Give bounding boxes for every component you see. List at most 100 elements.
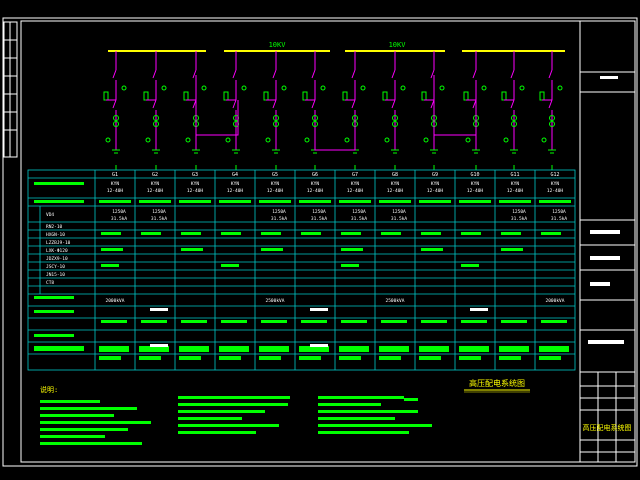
feeder-2 (143, 51, 167, 170)
bus-label-left: 10KV (269, 41, 287, 49)
current-rating: 1250A (152, 209, 166, 215)
bus-label-right: 10KV (389, 41, 407, 49)
cabinet-model: KYN (231, 181, 239, 187)
feeder-3 (183, 51, 207, 170)
feeder-7 (342, 51, 366, 170)
capacity-row: 2000kVA 2500kVA 2500kVA 2000kVA (106, 298, 565, 304)
current-rating: 1250A (352, 209, 366, 215)
row-label: VD4 (46, 212, 54, 218)
cabinet-model: KYN (471, 181, 479, 187)
cabinet-id: G7 (352, 172, 358, 178)
cabinet-model: 12-40H (147, 188, 164, 194)
row-label: HXGN-10 (46, 232, 65, 238)
cabinet-model: 12-40H (267, 188, 284, 194)
feeder-12 (539, 51, 563, 170)
cabinet-model: KYN (551, 181, 559, 187)
current-rating: 31.5kA (391, 216, 408, 222)
note-line (40, 421, 151, 424)
row-label: LZZBJ9-10 (46, 240, 71, 246)
cabinet-model: KYN (391, 181, 399, 187)
current-rating-row: 1250A31.5kA1250A31.5kA1250A31.5kA1250A31… (111, 209, 568, 222)
cabinet-model: KYN (351, 181, 359, 187)
current-rating: 31.5kA (551, 216, 568, 222)
tie-connections (195, 75, 477, 151)
cabinet-model: 12-40H (347, 188, 364, 194)
capacity-value: 2000kVA (106, 298, 125, 304)
feeder-6 (302, 51, 326, 170)
row-label: JDZX9-10 (46, 256, 68, 262)
left-margin-stamp (3, 21, 18, 158)
note-line (178, 403, 288, 406)
note-line (40, 442, 142, 445)
cabinet-id: G12 (550, 172, 559, 178)
note-line (178, 424, 279, 427)
cabinet-model: KYN (511, 181, 519, 187)
current-rating: 1250A (272, 209, 286, 215)
capacity-value: 2500kVA (266, 298, 285, 304)
note-line (178, 417, 242, 420)
cabinet-id: G9 (432, 172, 438, 178)
row-label: LXK-Φ120 (46, 248, 68, 254)
table-text-blocks (34, 182, 571, 360)
note-line (40, 428, 128, 431)
current-rating: 31.5kA (111, 216, 128, 222)
note-line (40, 414, 114, 417)
cabinet-id: G5 (272, 172, 278, 178)
cabinet-model: KYN (191, 181, 199, 187)
cabinet-model: KYN (311, 181, 319, 187)
note-line (40, 435, 105, 438)
note-line (318, 424, 432, 427)
note-line (318, 403, 381, 406)
title-block-text (588, 76, 624, 344)
capacity-value: 2000kVA (546, 298, 565, 304)
note-line (178, 431, 256, 434)
row-label: JN15-10 (46, 272, 65, 278)
capacity-value: 2500kVA (386, 298, 405, 304)
current-rating: 31.5kA (271, 216, 288, 222)
cabinet-model: 12-40H (467, 188, 484, 194)
table-grid (27, 169, 576, 371)
current-rating: 1250A (392, 209, 406, 215)
cabinet-model: 12-40H (507, 188, 524, 194)
cabinet-model: 12-40H (547, 188, 564, 194)
note-line (250, 396, 290, 399)
cabinet-id: G1 (112, 172, 118, 178)
row-label-column: VD4RN2-10HXGN-10LZZBJ9-10LXK-Φ120JDZX9-1… (46, 212, 71, 286)
note-line (40, 400, 100, 403)
cabinet-id: G6 (312, 172, 318, 178)
current-rating: 31.5kA (351, 216, 368, 222)
current-rating: 1250A (112, 209, 126, 215)
row-label: JSCY-10 (46, 264, 65, 270)
cabinet-model: 12-40H (307, 188, 324, 194)
cabinet-id: G11 (510, 172, 519, 178)
row-label: RN2-10 (46, 224, 63, 230)
note-line (318, 410, 418, 413)
feeder-circuits (103, 51, 563, 170)
inner-frame (20, 20, 636, 463)
cabinet-model-row: KYN12-40HKYN12-40HKYN12-40HKYN12-40HKYN1… (107, 181, 564, 194)
cabinet-id: G4 (232, 172, 238, 178)
note-line (318, 396, 404, 399)
outer-frame (2, 17, 638, 467)
cabinet-model: KYN (151, 181, 159, 187)
table-white-blocks (150, 308, 488, 347)
note-line (318, 431, 409, 434)
cabinet-model: 12-40H (107, 188, 124, 194)
drawing-title: 高压配电系统图 (469, 378, 525, 388)
feeder-4 (223, 51, 247, 170)
notes-title: 说明: (40, 385, 58, 394)
cabinet-id: G3 (192, 172, 198, 178)
row-label: CT8 (46, 280, 54, 286)
current-rating: 31.5kA (311, 216, 328, 222)
feeder-1 (103, 51, 127, 170)
current-rating: 31.5kA (151, 216, 168, 222)
note-line (178, 396, 251, 399)
title-block-drawing-name: 高压配电系统图 (583, 423, 632, 432)
feeder-11 (501, 51, 525, 170)
cabinet-id: G2 (152, 172, 158, 178)
cabinet-id: G10 (470, 172, 479, 178)
notes-block (40, 396, 432, 445)
current-rating: 1250A (552, 209, 566, 215)
